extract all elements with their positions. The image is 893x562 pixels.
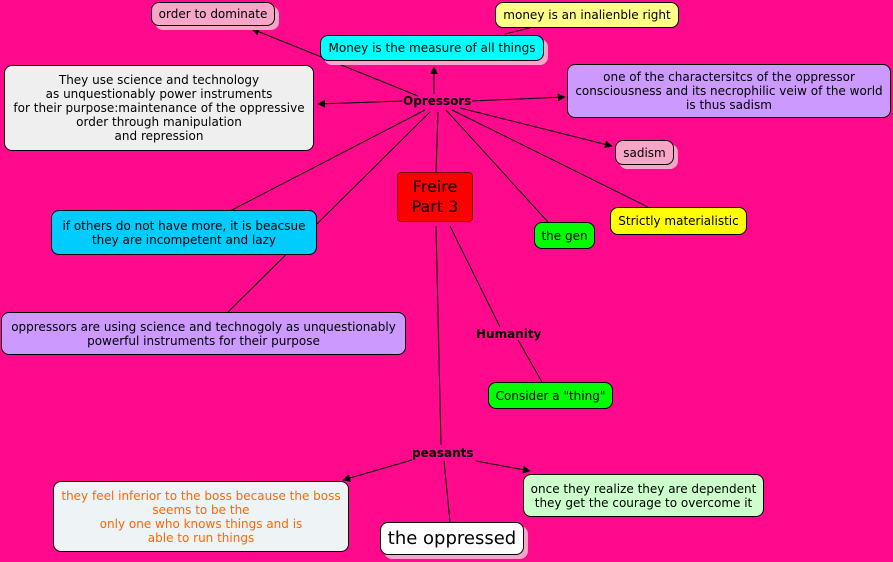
link-opressors-oppressors-science — [227, 111, 431, 313]
concept-consider-thing[interactable]: Consider a "thing" — [488, 382, 613, 409]
link-peasants-oppressed — [443, 460, 451, 523]
concept-science-technology[interactable]: They use science and technology as unque… — [4, 65, 314, 151]
link-opressors-order — [251, 27, 419, 97]
concept-order-to-dominate[interactable]: order to dominate — [151, 2, 275, 26]
link-label-opressors: Opressors — [403, 94, 472, 108]
link-opressors-science — [317, 99, 403, 108]
link-opressors-gen — [445, 109, 549, 223]
link-label-peasants: peasants — [412, 446, 474, 460]
link-opressors-incompetent — [229, 109, 426, 212]
concept-feel-inferior[interactable]: they feel inferior to the boss because t… — [53, 481, 349, 552]
link-opressors-materialistic — [451, 109, 649, 208]
link-center-peasants — [435, 225, 442, 446]
concept-sadism[interactable]: sadism — [615, 140, 674, 165]
link-peasants-dependent — [475, 460, 531, 474]
link-opressors-sadism — [459, 107, 613, 149]
link-humanity-consider — [517, 339, 543, 383]
concept-strictly-materialistic[interactable]: Strictly materialistic — [610, 207, 747, 235]
link-peasants-inferior — [342, 459, 413, 482]
link-inalienable-measure — [504, 27, 531, 35]
concept-necrophilic-view[interactable]: one of the charactersitcs of the oppress… — [567, 64, 891, 118]
concept-money-inalienable[interactable]: money is an inalienble right — [495, 2, 679, 28]
link-center-opressors — [435, 111, 439, 173]
link-label-humanity: Humanity — [476, 327, 542, 341]
concept-oppressors-science[interactable]: oppressors are using science and technog… — [1, 312, 406, 355]
concept-money-measure[interactable]: Money is the measure of all things — [320, 35, 544, 61]
center-concept-freire[interactable]: Freire Part 3 — [397, 172, 473, 222]
link-opressors-necrophilic — [471, 93, 566, 102]
concept-the-gen[interactable]: the gen — [534, 222, 595, 249]
concept-dependent-courage[interactable]: once they realize they are dependent the… — [523, 474, 764, 517]
link-center-humanity — [449, 225, 501, 328]
concept-the-oppressed[interactable]: the oppressed — [380, 522, 524, 555]
concept-incompetent-lazy[interactable]: if others do not have more, it is beacsu… — [51, 210, 317, 255]
